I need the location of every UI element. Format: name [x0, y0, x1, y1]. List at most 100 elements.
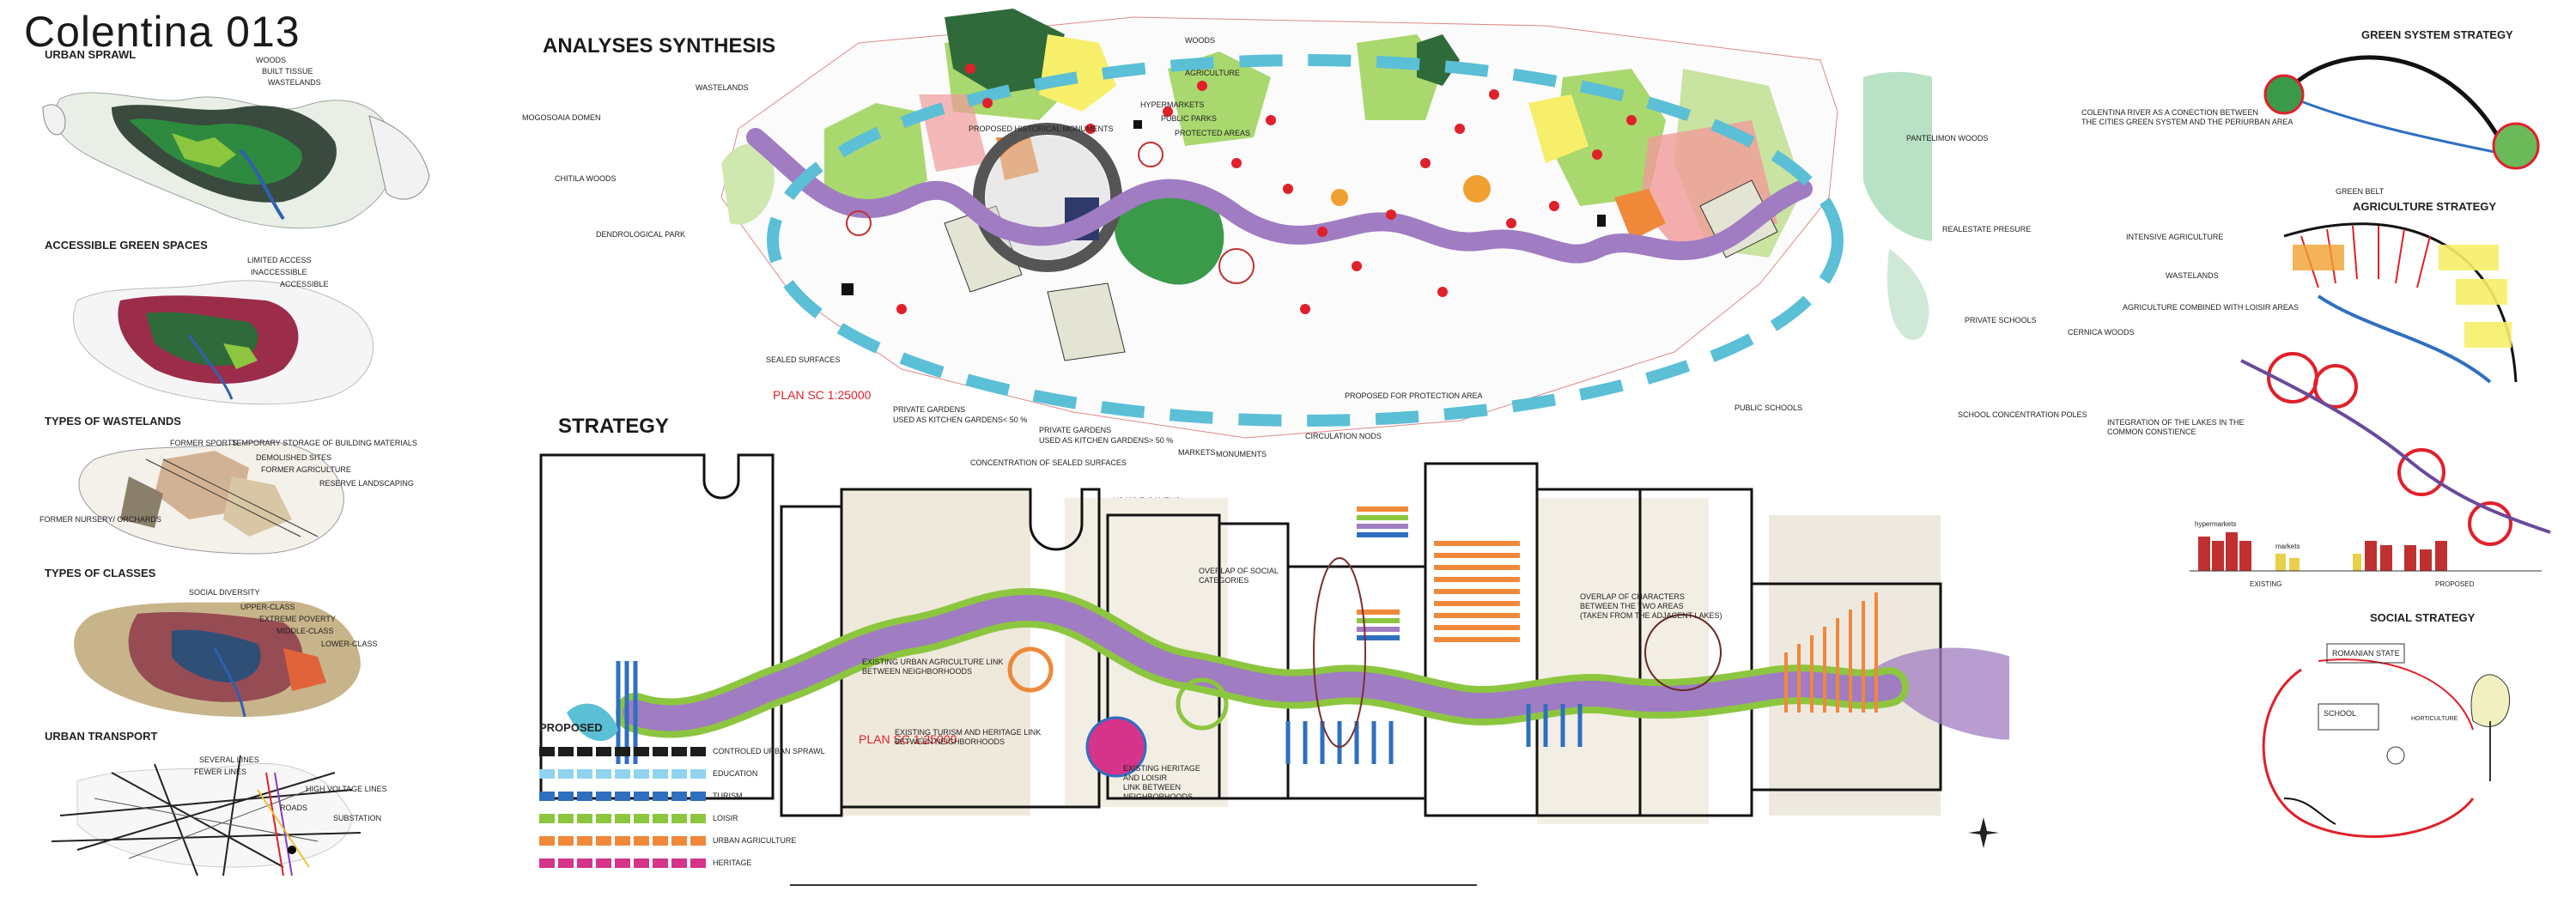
green-system-sketch [2263, 55, 2540, 170]
label-roads: ROADS [280, 804, 308, 812]
lbl-heritage-link-4: NEIGHBORHOODS [1123, 792, 1194, 801]
lbl-woods: WOODS [1185, 36, 1215, 45]
chart-label-markets: markets [2275, 543, 2300, 550]
wastelands-map [78, 440, 344, 555]
agriculture-sketch [2283, 222, 2518, 384]
lbl-agriculture: AGRICULTURE [1185, 69, 1240, 77]
lbl-private-gardens-1: PRIVATE GARDENS [893, 405, 966, 414]
lbl-heritage-link-3: LINK BETWEEN [1123, 783, 1182, 792]
chart-label-existing: EXISTING [2250, 580, 2282, 588]
markets-chart [2190, 532, 2542, 572]
lakes-sketch [2240, 352, 2551, 546]
lbl-school-poles: SCHOOL CONCENTRATION POLES [1958, 410, 2087, 419]
lbl-public-schools: PUBLIC SCHOOLS [1735, 403, 1803, 412]
social-label-horticulture: HORTICULTURE [2411, 716, 2458, 722]
label-wastelands: WASTELANDS [268, 78, 321, 87]
lbl-realestate: REALESTATE PRESURE [1942, 225, 2032, 234]
label-limited-access: LIMITED ACCESS [247, 256, 312, 264]
lbl-private-gardens-2b: USED AS KITCHEN GARDENS> 50 % [1039, 436, 1174, 445]
label-built-tissue: BUILT TISSUE [262, 67, 313, 76]
lbl-protected-areas: PROTECTED AREAS [1175, 129, 1251, 137]
lbl-colentina-river-1: COLENTINA RIVER AS A CONECTION BETWEEN [2081, 108, 2259, 117]
legend-item: CONTROLED URBAN SPRAWL [539, 743, 825, 759]
label-high-voltage: HIGH VOLTAGE LINES [306, 785, 387, 793]
strategy-title: STRATEGY [558, 415, 669, 438]
urban-sprawl-title: URBAN SPRAWL [45, 48, 137, 61]
lbl-urban-agri-link-1: EXISTING URBAN AGRICULTURE LINK [862, 658, 1004, 666]
green-spaces-title: ACCESSIBLE GREEN SPACES [45, 239, 208, 252]
legend-item: HERITAGE [539, 855, 751, 871]
lbl-overlap-char-1: OVERLAP OF CHARACTERS [1580, 592, 1685, 601]
lbl-colentina-river-2: THE CITIES GREEN SYSTEM AND THE PERIURBA… [2081, 118, 2293, 126]
lbl-sealed: SEALED SURFACES [766, 355, 841, 364]
lbl-turism-link-1: EXISTING TURISM AND HERITAGE LINK [895, 728, 1042, 737]
label-fewer-lines: FEWER LINES [194, 767, 247, 776]
strategy-plan-scale: PLAN SC 1:25000 [859, 732, 957, 746]
lbl-wastelands-right: WASTELANDS [2166, 271, 2219, 280]
label-accessible: ACCESSIBLE [280, 280, 329, 288]
label-substation: SUBSTATION [333, 814, 382, 822]
label-inaccessible: INACCESSIBLE [251, 268, 307, 276]
legend-item: TURISM [539, 788, 743, 804]
lbl-turism-link-2: BETWEEN NEIGHBORHOODS [895, 737, 1005, 746]
social-label-school: SCHOOL [2324, 709, 2357, 718]
lbl-green-belt: GREEN BELT [2336, 187, 2385, 196]
analyses-map [720, 9, 1932, 439]
green-spaces-map [72, 280, 374, 405]
lbl-lakes-1: INTEGRATION OF THE LAKES IN THE [2107, 418, 2245, 427]
compass-icon [1968, 817, 1999, 848]
legend-label: TURISM [713, 792, 743, 800]
lbl-cernica: CERNICA WOODS [2068, 328, 2135, 337]
urban-sprawl-map [42, 92, 430, 229]
transport-title: URBAN TRANSPORT [45, 730, 158, 743]
legend-swatch [539, 746, 706, 756]
label-several-lines: SEVERAL LINES [199, 755, 259, 764]
label-former-sports: FORMER SPORTS [170, 439, 238, 447]
analyses-title: ANALYSES SYNTHESIS [543, 34, 776, 58]
label-extreme-poverty: EXTREME POVERTY [259, 615, 336, 623]
lbl-overlap-char-2: BETWEEN THE TWO AREAS [1580, 602, 1684, 610]
label-middle-class: MIDDLE-CLASS [276, 627, 334, 635]
lbl-overlap-social-1: OVERLAP OF SOCIAL [1199, 567, 1279, 575]
legend-swatch [539, 768, 706, 779]
legend-label: EDUCATION [713, 769, 758, 778]
chart-label-proposed: PROPOSED [2435, 580, 2475, 588]
scale-bar [790, 884, 1477, 886]
label-demolished: DEMOLISHED SITES [256, 453, 332, 462]
label-former-agri: FORMER AGRICULTURE [261, 465, 351, 474]
legend-item: LOISIR [539, 810, 738, 826]
lbl-monuments: MONUMENTS [1216, 450, 1267, 458]
classes-title: TYPES OF CLASSES [45, 567, 156, 579]
legend-title: PROPOSED [539, 721, 603, 734]
social-sketch [2262, 643, 2511, 838]
lbl-proposed-monuments: PROPOSED HISTORICAL MONUMENTS [969, 124, 1114, 133]
lbl-overlap-char-3: (TAKEN FROM THE ADJACENT LAKES) [1580, 611, 1722, 620]
lbl-overlap-social-2: CATEGORIES [1199, 576, 1249, 585]
legend-label: HERITAGE [713, 858, 752, 867]
lbl-circulation: CIRCULATION NODS [1305, 432, 1382, 440]
analyses-plan-scale: PLAN SC 1:25000 [773, 388, 872, 402]
lbl-proposed-protection: PROPOSED FOR PROTECTION AREA [1345, 391, 1483, 400]
lbl-markets: MARKETS [1178, 448, 1216, 457]
lbl-pantelimon: PANTELIMON WOODS [1906, 134, 1989, 143]
label-upper-class: UPPER-CLASS [240, 603, 295, 611]
label-temporary-storage: TEMPORARY STORAGE OF BUILDING MATERIALS [232, 439, 417, 447]
lbl-private-gardens-2: PRIVATE GARDENS [1039, 426, 1112, 434]
label-woods: WOODS [256, 56, 286, 64]
lbl-private-schools: PRIVATE SCHOOLS [1965, 316, 2037, 325]
legend-label: URBAN AGRICULTURE [713, 836, 797, 845]
chart-label-hypermarkets: hypermarkets [2195, 520, 2237, 528]
legend-item: EDUCATION [539, 766, 757, 781]
legend-label: LOISIR [713, 814, 738, 822]
lbl-wastelands: WASTELANDS [696, 83, 749, 92]
legend-swatch [539, 791, 706, 801]
page-title: Colentina 013 [24, 8, 301, 56]
transport-map [51, 755, 361, 877]
label-reserve: RESERVE LANDSCAPING [319, 479, 414, 488]
legend-swatch [539, 813, 706, 823]
lbl-intensive-agri: INTENSIVE AGRICULTURE [2126, 233, 2224, 241]
lbl-chitila: CHITILA WOODS [555, 174, 617, 183]
lbl-public-parks: PUBLIC PARKS [1161, 114, 1217, 123]
lbl-hypermarkets: HYPERMARKETS [1140, 100, 1205, 109]
social-label-romanian-state: ROMANIAN STATE [2332, 649, 2400, 658]
